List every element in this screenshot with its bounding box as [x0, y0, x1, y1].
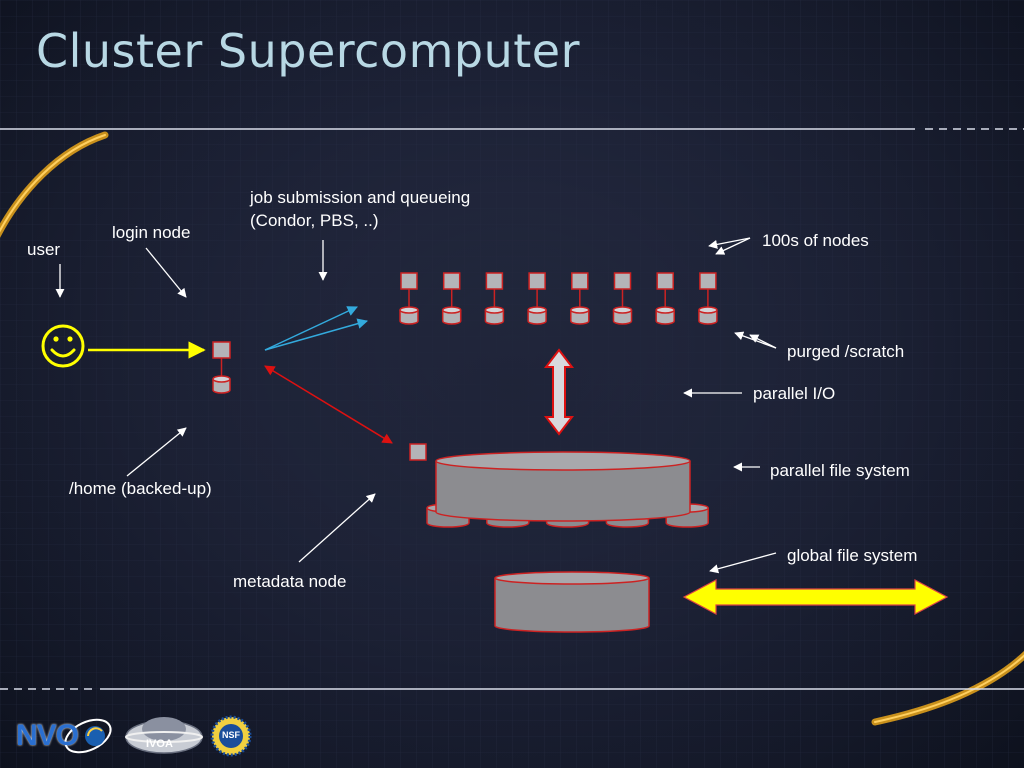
compute-node: [399, 272, 419, 325]
metadata-node: [409, 443, 427, 461]
nvo-logo: [64, 718, 112, 754]
login-node: [212, 341, 231, 394]
nvo-logo-text: NVO: [16, 719, 79, 752]
nsf-logo: [210, 715, 252, 757]
parallel-file-system: [426, 451, 709, 528]
label-nodes: 100s of nodes: [762, 231, 869, 250]
label-user: user: [27, 240, 61, 259]
label-login-node: login node: [112, 223, 191, 242]
nsf-logo-text: NSF: [222, 730, 240, 740]
compute-node: [655, 272, 675, 325]
compute-node: [441, 272, 462, 325]
label-parallel-io: parallel I/O: [753, 384, 836, 403]
label-job-submission-line1: job submission and queueing: [250, 188, 471, 207]
label-purged-scratch: purged /scratch: [787, 342, 905, 361]
label-parallel-file-system: parallel file system: [770, 461, 910, 480]
parallel-io-arrow: [543, 348, 575, 436]
label-global-file-system: global file system: [787, 546, 918, 565]
job-submission-arrows: [264, 306, 369, 351]
compute-node: [570, 272, 590, 325]
compute-node: [527, 272, 547, 325]
callout-arrows: [55, 237, 777, 574]
label-home-backed-up: /home (backed-up): [69, 479, 212, 498]
smiley-face-icon: [41, 324, 85, 368]
compute-node: [484, 272, 505, 325]
slide-title: Cluster Supercomputer: [36, 24, 580, 78]
golden-ring-decoration: [0, 131, 1024, 726]
ivoa-logo: [125, 717, 203, 754]
compute-nodes: [399, 272, 718, 325]
label-job-submission-line2: (Condor, PBS, ..): [250, 211, 379, 230]
ivoa-logo-text: IVOA: [146, 738, 173, 750]
compute-node: [612, 272, 633, 325]
compute-node: [698, 272, 718, 325]
separator-lines: [0, 128, 1024, 690]
global-file-system-disk: [494, 571, 650, 633]
login-metadata-arrow: [264, 365, 393, 444]
global-fs-arrow: [682, 579, 949, 615]
label-metadata-node: metadata node: [233, 572, 347, 591]
